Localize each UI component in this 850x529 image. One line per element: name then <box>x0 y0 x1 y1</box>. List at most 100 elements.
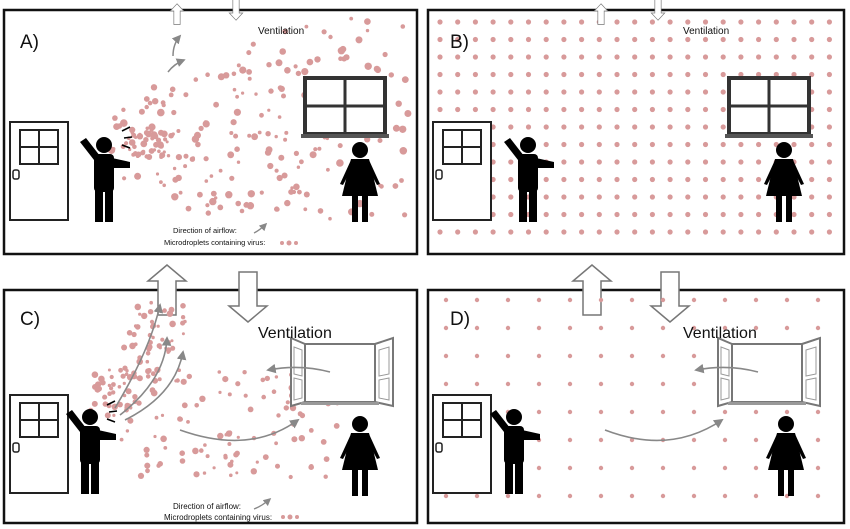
droplet <box>218 390 222 394</box>
droplet <box>148 148 155 154</box>
droplet <box>399 125 407 133</box>
droplet <box>543 36 549 43</box>
droplet <box>826 159 833 165</box>
panel-a-airflow-arrow <box>167 58 186 73</box>
droplet <box>274 168 279 173</box>
droplet <box>579 211 585 218</box>
droplet <box>543 141 549 148</box>
droplet <box>125 369 129 373</box>
droplet <box>455 106 461 113</box>
droplet <box>614 89 620 95</box>
droplet <box>561 71 567 78</box>
droplet <box>702 106 709 113</box>
droplet <box>437 229 443 235</box>
droplet <box>443 297 449 303</box>
droplet <box>239 208 245 214</box>
panel-a-ventilation-label: Ventilation <box>258 26 304 37</box>
droplet <box>138 312 142 316</box>
droplet <box>667 211 673 218</box>
droplet <box>596 36 602 43</box>
droplet <box>598 465 604 471</box>
droplet <box>508 89 514 95</box>
droplet <box>281 93 286 99</box>
droplet <box>94 386 101 393</box>
droplet <box>247 190 255 198</box>
droplet <box>598 493 604 499</box>
droplet <box>685 141 691 148</box>
droplet <box>181 332 185 336</box>
droplet <box>132 144 137 150</box>
droplet <box>691 381 697 387</box>
droplet <box>109 386 114 391</box>
droplet <box>169 86 176 93</box>
droplet <box>293 150 299 156</box>
droplet <box>720 54 726 60</box>
droplet <box>160 413 165 417</box>
panel-c-airflow-arrow <box>119 336 172 416</box>
droplet <box>267 108 271 112</box>
droplet <box>124 372 129 377</box>
droplet <box>296 165 301 169</box>
droplet <box>100 379 106 386</box>
droplet <box>109 374 114 380</box>
droplet <box>579 71 585 78</box>
droplet <box>826 176 833 183</box>
droplet <box>255 460 259 464</box>
droplet <box>205 72 210 77</box>
droplet <box>298 435 305 442</box>
droplet <box>809 159 815 165</box>
droplet <box>722 493 728 499</box>
droplet <box>277 115 282 119</box>
droplet <box>614 141 620 148</box>
droplet <box>177 416 183 422</box>
droplet <box>508 71 514 78</box>
droplet <box>561 89 567 95</box>
droplet <box>753 409 759 415</box>
droplet <box>400 24 406 29</box>
panel-a-door <box>9 121 69 221</box>
droplet <box>151 335 155 340</box>
droplet <box>455 36 461 43</box>
droplet <box>276 174 283 182</box>
droplet <box>254 92 258 96</box>
droplet <box>629 465 635 471</box>
droplet <box>282 28 289 35</box>
droplet <box>756 229 762 235</box>
droplet <box>145 374 151 379</box>
droplet <box>720 36 726 43</box>
droplet <box>561 194 567 200</box>
droplet <box>355 36 363 44</box>
droplet <box>702 141 709 148</box>
droplet <box>596 159 602 165</box>
droplet <box>660 353 666 359</box>
droplet <box>474 381 480 387</box>
droplet <box>168 132 174 139</box>
droplet <box>308 464 315 471</box>
droplet <box>691 465 697 471</box>
droplet <box>118 367 123 373</box>
droplet <box>171 109 177 116</box>
droplet <box>250 41 256 47</box>
droplet <box>145 130 153 138</box>
droplet <box>349 16 354 21</box>
droplet <box>259 112 264 118</box>
droplet <box>791 211 797 218</box>
droplet <box>111 147 116 151</box>
droplet <box>149 319 155 324</box>
droplet <box>162 183 166 188</box>
droplet <box>756 211 762 218</box>
droplet <box>134 172 142 180</box>
panel-d-exhaust-arrow <box>570 264 614 316</box>
panel-c-legend-droplets: Microdroplets containing virus: <box>164 513 272 522</box>
droplet <box>543 54 549 60</box>
panel-c-legend-droplet-sample <box>281 514 299 520</box>
droplet <box>685 106 691 113</box>
droplet <box>561 106 567 113</box>
panel-c-window <box>290 337 394 407</box>
droplet <box>179 450 185 457</box>
panel-b-ventilation-label: Ventilation <box>683 26 729 37</box>
droplet <box>147 100 153 106</box>
droplet <box>722 297 728 303</box>
droplet <box>278 85 285 92</box>
